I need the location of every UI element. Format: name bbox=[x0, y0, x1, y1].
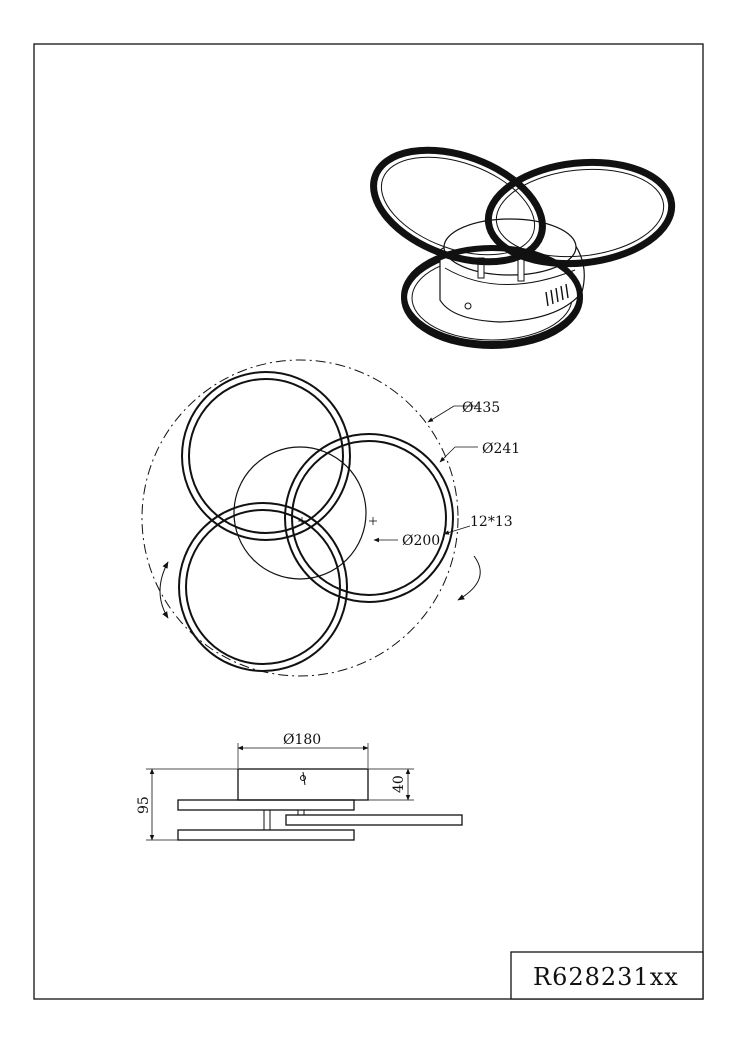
dimension-ring-diameter: Ø241 bbox=[482, 441, 520, 457]
vent-slots bbox=[545, 283, 569, 307]
article-number: R628231xx bbox=[533, 963, 679, 991]
perspective-lower-ring bbox=[401, 245, 583, 347]
rotate-arrow-left-icon bbox=[159, 561, 169, 619]
perspective-view bbox=[370, 146, 676, 349]
dimension-mounting-slot: 12*13 bbox=[470, 514, 513, 530]
side-view-ring-bottom bbox=[177, 829, 355, 841]
side-view-ring-middle bbox=[285, 814, 463, 826]
rotation-envelope-circle bbox=[141, 359, 459, 677]
screw-marks bbox=[298, 517, 377, 525]
top-view bbox=[141, 359, 481, 677]
perspective-right-ring bbox=[484, 158, 676, 268]
top-view-canopy bbox=[233, 446, 367, 580]
rotate-arrow-right-icon bbox=[457, 555, 481, 601]
dimension-base-diameter: Ø200 bbox=[402, 533, 440, 549]
dimension-canopy-height: 40 bbox=[391, 775, 407, 793]
dimension-total-height: 95 bbox=[136, 796, 152, 814]
top-view-ring-upper-left bbox=[181, 371, 351, 541]
title-block bbox=[510, 951, 704, 1000]
top-view-ring-right bbox=[284, 433, 454, 603]
dimension-overall-diameter: Ø435 bbox=[462, 400, 500, 416]
sheet-border bbox=[33, 43, 704, 1000]
side-view-ring-top bbox=[177, 799, 355, 811]
top-view-ring-lower-left bbox=[178, 502, 348, 672]
side-view bbox=[146, 743, 463, 841]
dimension-canopy-diameter: Ø180 bbox=[283, 732, 321, 748]
perspective-left-ring bbox=[370, 146, 546, 266]
